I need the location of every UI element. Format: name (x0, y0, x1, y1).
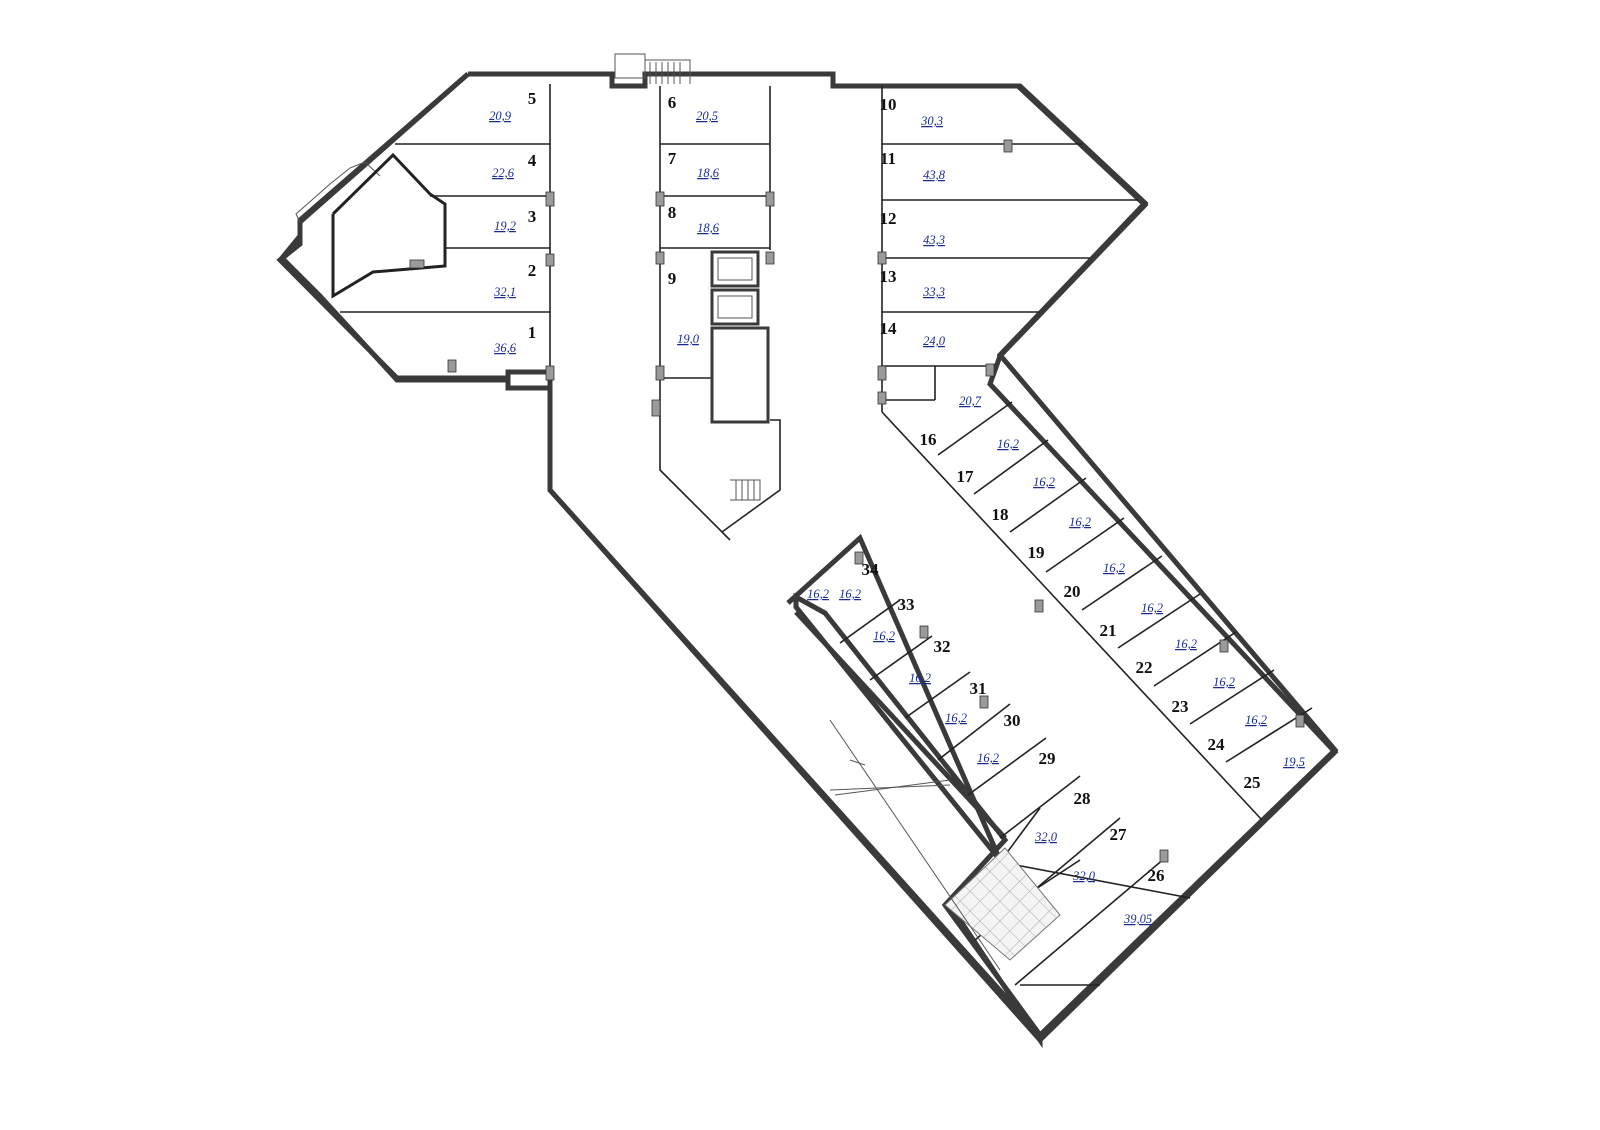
space-area-5[interactable]: 20,9 (489, 109, 512, 123)
space-area-9[interactable]: 19,0 (677, 332, 700, 346)
space-number-5: 5 (528, 89, 537, 108)
space-number-9: 9 (668, 269, 677, 288)
space-number-28: 28 (1074, 789, 1091, 808)
space-area-19[interactable]: 16,2 (1069, 515, 1091, 529)
space-number-29: 29 (1039, 749, 1056, 768)
space-number-24: 24 (1208, 735, 1226, 754)
space-number-1: 1 (528, 323, 537, 342)
right-wing-partitions (881, 86, 1138, 412)
space-number-2: 2 (528, 261, 537, 280)
space-area-29[interactable]: 16,2 (977, 751, 999, 765)
space-area-34[interactable]: 16,2 (807, 587, 829, 601)
space-area-23[interactable]: 16,2 (1213, 675, 1235, 689)
space-number-4: 4 (528, 151, 537, 170)
left-core (331, 152, 550, 299)
space-number-30: 30 (1004, 711, 1021, 730)
space-area-13[interactable]: 33,3 (922, 285, 945, 299)
space-area-28[interactable]: 32,0 (1034, 830, 1058, 844)
space-number-20: 20 (1064, 582, 1081, 601)
space-area-30[interactable]: 16,2 (945, 711, 967, 725)
columns (409, 139, 1305, 863)
space-area-3[interactable]: 19,2 (494, 219, 516, 233)
space-area-7[interactable]: 18,6 (697, 166, 720, 180)
space-area-26[interactable]: 39,05 (1123, 912, 1152, 926)
space-number-31: 31 (970, 679, 987, 698)
space-number-23: 23 (1172, 697, 1189, 716)
space-area-22[interactable]: 16,2 (1175, 637, 1197, 651)
space-number-26: 26 (1148, 866, 1165, 885)
space-area-12[interactable]: 43,3 (923, 233, 945, 247)
space-number-10: 10 (880, 95, 897, 114)
space-area-1[interactable]: 36,6 (493, 341, 517, 355)
space-area-4[interactable]: 22,6 (492, 166, 515, 180)
hatched-area (829, 719, 1061, 971)
space-number-17: 17 (957, 467, 975, 486)
space-number-25: 25 (1244, 773, 1261, 792)
space-area-11[interactable]: 43,8 (923, 168, 946, 182)
space-number-6: 6 (668, 93, 677, 112)
space-area-6[interactable]: 20,5 (696, 109, 718, 123)
right-arm-partitions (881, 401, 1313, 821)
space-labels: 1 36,6 2 32,1 3 19,2 4 22,6 5 20,9 6 20,5 7 18,6 8 18,6… (489, 89, 1305, 926)
left-wing-partitions (340, 84, 551, 380)
space-area-16[interactable]: 20,7 (959, 394, 982, 408)
space-number-3: 3 (528, 207, 537, 226)
space-area-10[interactable]: 30,3 (920, 114, 943, 128)
space-number-12: 12 (880, 209, 897, 228)
walls-detail (278, 53, 1339, 1042)
space-number-14: 14 (880, 319, 898, 338)
space-area-21[interactable]: 16,2 (1141, 601, 1163, 615)
space-number-34: 34 (862, 560, 880, 579)
space-number-16: 16 (920, 430, 937, 449)
space-number-32: 32 (934, 637, 951, 656)
space-area-27[interactable]: 32,0 (1072, 869, 1096, 883)
space-area-32[interactable]: 16,2 (873, 629, 895, 643)
space-number-27: 27 (1110, 825, 1128, 844)
space-area-20[interactable]: 16,2 (1103, 561, 1125, 575)
space-number-11: 11 (880, 149, 896, 168)
space-area-25[interactable]: 19,5 (1283, 755, 1305, 769)
space-number-7: 7 (668, 149, 677, 168)
space-number-22: 22 (1136, 658, 1153, 677)
space-number-18: 18 (992, 505, 1009, 524)
space-area-24[interactable]: 16,2 (1245, 713, 1267, 727)
space-area-14[interactable]: 24,0 (923, 334, 946, 348)
space-area-18[interactable]: 16,2 (1033, 475, 1055, 489)
space-area-8[interactable]: 18,6 (697, 221, 720, 235)
space-number-19: 19 (1028, 543, 1045, 562)
space-area-17[interactable]: 16,2 (997, 437, 1019, 451)
space-area-31[interactable]: 16,2 (909, 671, 931, 685)
middle-block (659, 86, 781, 541)
space-area-33[interactable]: 16,2 (839, 587, 861, 601)
space-number-21: 21 (1100, 621, 1117, 640)
space-number-8: 8 (668, 203, 677, 222)
space-number-13: 13 (880, 267, 897, 286)
space-area-2[interactable]: 32,1 (493, 285, 516, 299)
space-number-33: 33 (898, 595, 915, 614)
